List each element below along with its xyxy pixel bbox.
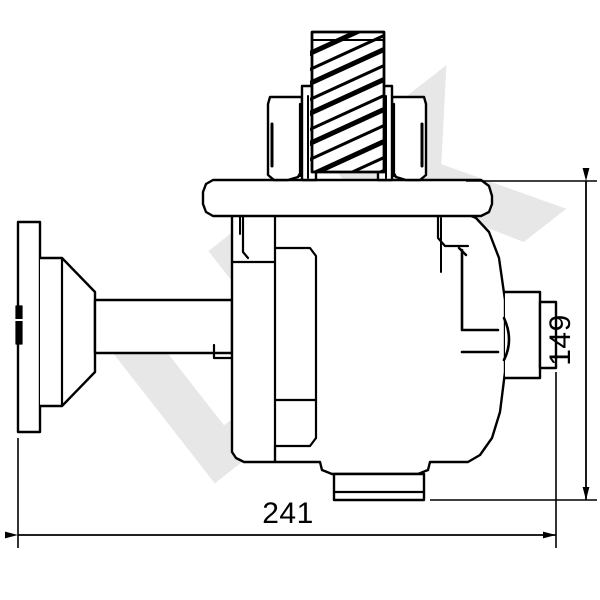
dimension-lines <box>5 168 597 548</box>
dimension-label-241: 241 <box>262 497 314 530</box>
pulley-flange-plate <box>16 220 42 434</box>
port-boss-detail-top <box>460 248 500 332</box>
pump-housing-body <box>230 208 507 476</box>
helical-gear-outline <box>310 30 386 174</box>
housing-inner-line-3 <box>273 246 318 448</box>
pulley-flange-notch <box>15 305 23 345</box>
flange-understep-left <box>241 214 250 260</box>
port-boss-outer <box>503 290 542 380</box>
hub-cone <box>38 256 97 408</box>
drive-shaft <box>93 298 234 355</box>
part-geometry <box>14 30 558 502</box>
port-boss-ring <box>538 300 558 370</box>
base-foot <box>332 472 426 502</box>
helical-gear-teeth <box>310 32 385 172</box>
port-boss-arc <box>502 316 511 362</box>
dimension-label-149: 149 <box>544 314 577 366</box>
mounting-flange <box>201 178 494 218</box>
port-boss-tick <box>457 246 468 257</box>
drive-shaft-step <box>212 343 234 360</box>
